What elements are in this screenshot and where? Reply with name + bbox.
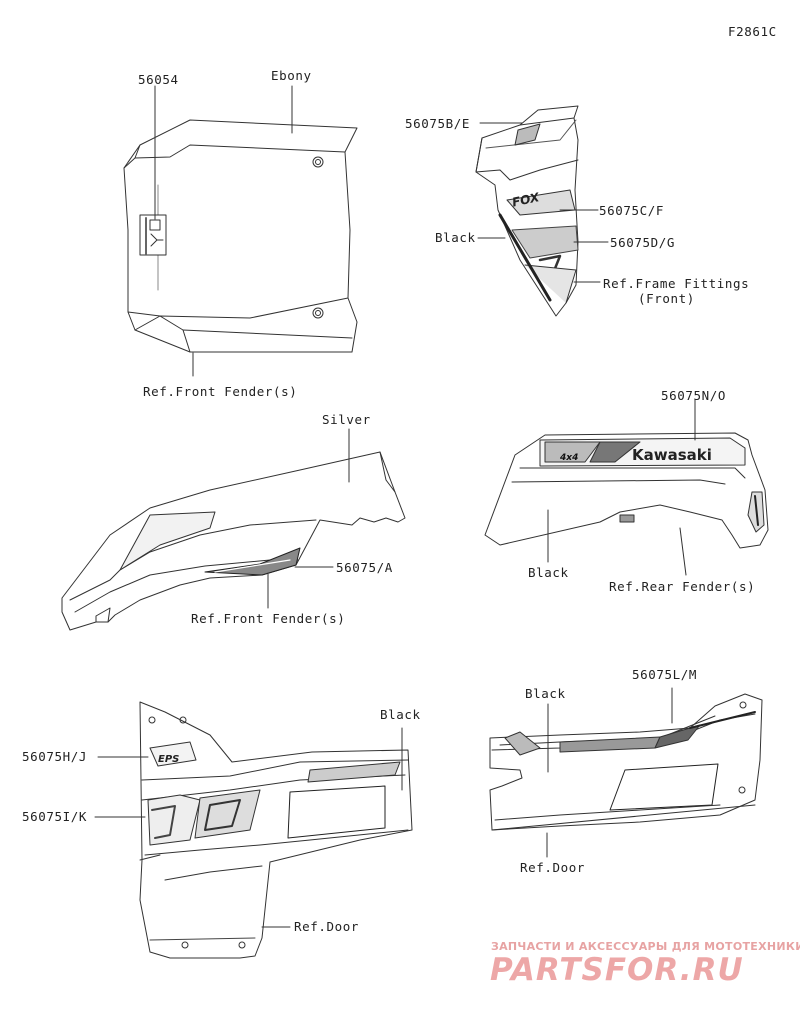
ref-frame-fittings-front: (Front) — [638, 291, 695, 306]
part-number-56075lm[interactable]: 56075L/M — [632, 667, 698, 682]
left-door-illustration: EPS — [94, 701, 413, 959]
front-fender-side-illustration — [61, 428, 406, 631]
part-number-56075a[interactable]: 56075/A — [336, 560, 393, 575]
part-number-56075no[interactable]: 56075N/O — [661, 388, 727, 403]
color-label-silver: Silver — [322, 412, 371, 427]
ref-door-right: Ref.Door — [520, 860, 586, 875]
ref-front-fender-top: Ref.Front Fender(s) — [143, 384, 298, 399]
front-fender-top-illustration — [123, 85, 358, 377]
ref-rear-fender: Ref.Rear Fender(s) — [609, 579, 756, 594]
figure-code: F2861C — [728, 24, 777, 39]
color-label-black-frame: Black — [435, 230, 476, 245]
part-number-56054[interactable]: 56054 — [138, 72, 179, 87]
color-label-ebony: Ebony — [271, 68, 312, 83]
watermark-brand: PARTSFOR.RU — [490, 952, 744, 988]
part-number-56075dg[interactable]: 56075D/G — [610, 235, 676, 250]
part-number-56075cf[interactable]: 56075C/F — [599, 203, 665, 218]
frame-fittings-illustration: FOX — [475, 105, 609, 317]
part-number-56075hj[interactable]: 56075H/J — [22, 749, 88, 764]
rear-fender-illustration: Kawasaki 4x4 — [484, 399, 769, 576]
color-label-black-door-right: Black — [525, 686, 566, 701]
ref-frame-fittings: Ref.Frame Fittings — [603, 276, 750, 291]
part-number-56075be[interactable]: 56075B/E — [405, 116, 471, 131]
svg-text:Kawasaki: Kawasaki — [632, 446, 712, 464]
svg-text:4x4: 4x4 — [559, 453, 578, 463]
color-label-black-rear: Black — [528, 565, 569, 580]
svg-text:EPS: EPS — [158, 754, 179, 765]
svg-text:FOX: FOX — [511, 190, 541, 210]
ref-front-fender-side: Ref.Front Fender(s) — [191, 611, 346, 626]
watermark-tagline: ЗАПЧАСТИ И АКСЕССУАРЫ ДЛЯ МОТОТЕХНИКИ — [491, 940, 800, 953]
ref-door-left: Ref.Door — [294, 919, 360, 934]
part-number-56075ik[interactable]: 56075I/K — [22, 809, 88, 824]
right-door-illustration — [489, 687, 763, 858]
color-label-black-door-left: Black — [380, 707, 421, 722]
